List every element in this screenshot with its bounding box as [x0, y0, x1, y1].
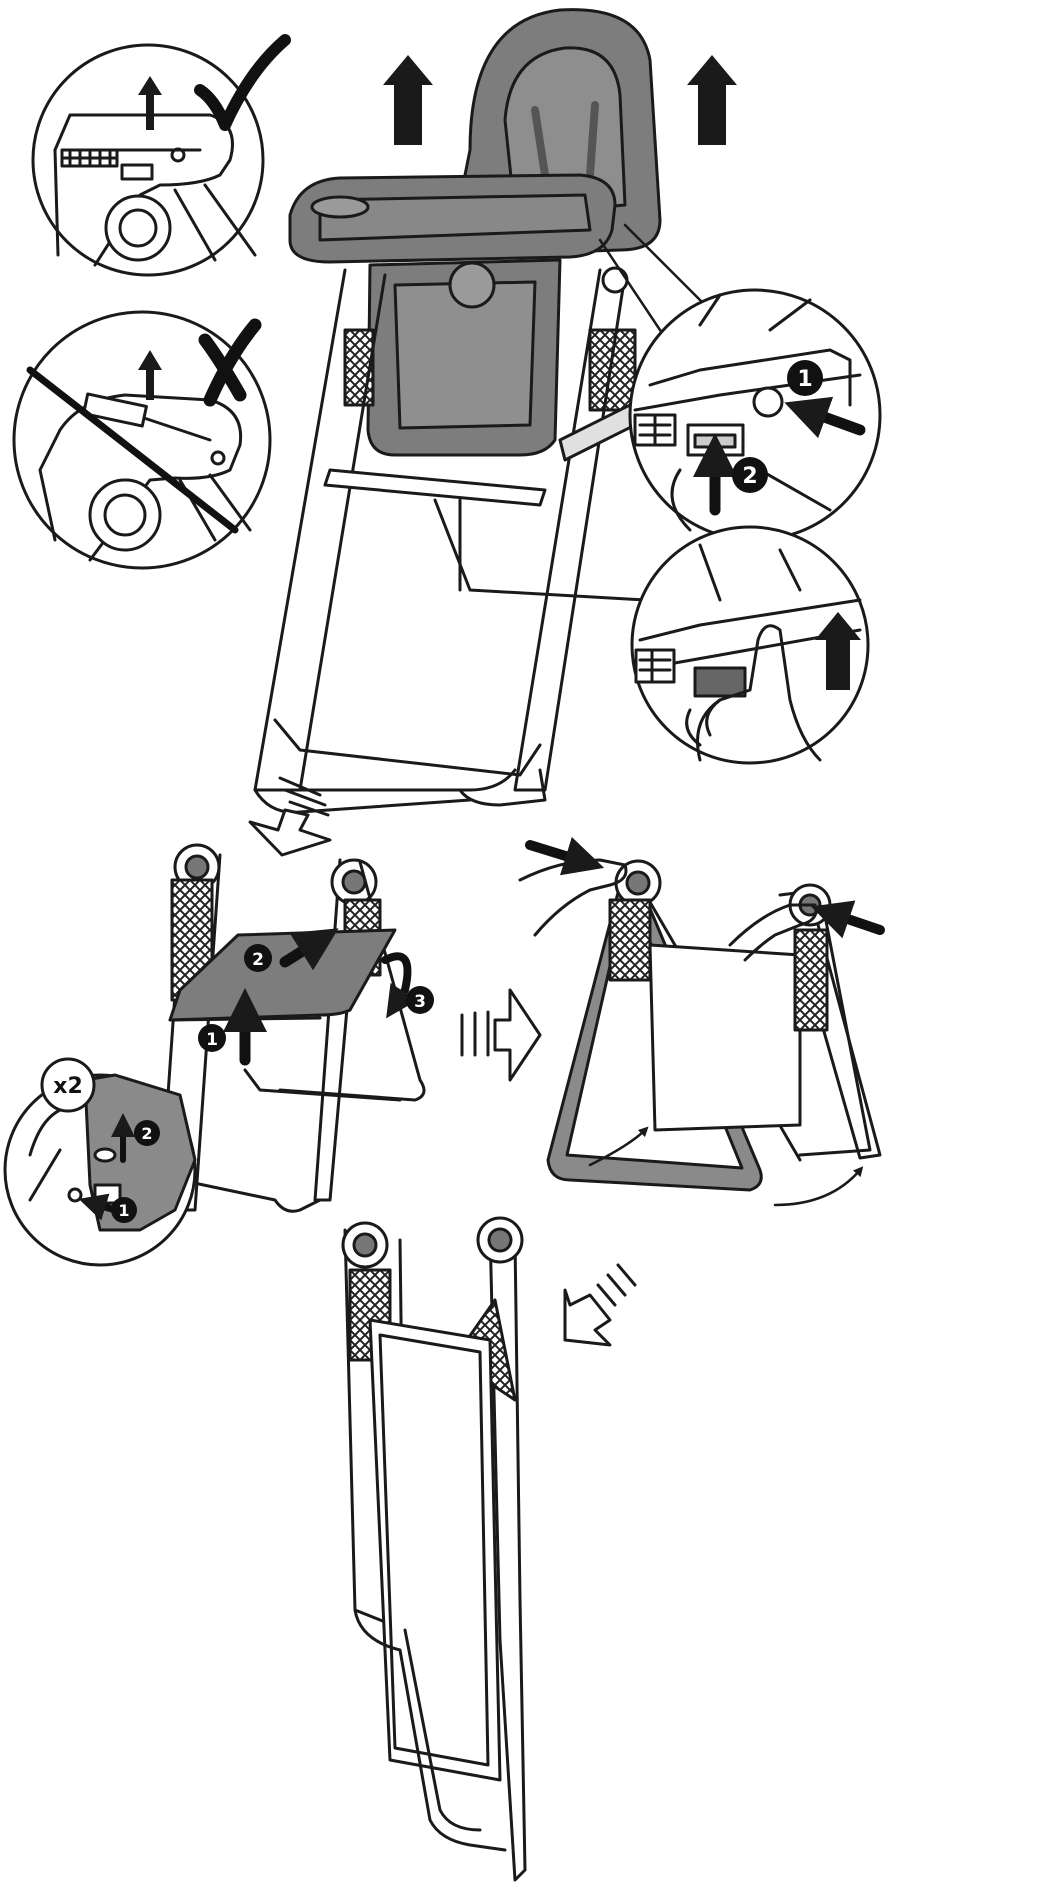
up-arrow-icon	[138, 76, 162, 130]
seat-inset-step-1-badge: 1	[118, 1201, 129, 1220]
lift-arrows	[383, 55, 737, 145]
tray-removal-step	[158, 843, 426, 1213]
release-button-step-badge: 1	[797, 367, 812, 392]
incorrect-position-inset	[12, 310, 272, 570]
tray-step-1-badge: 1	[206, 1030, 218, 1050]
down-arrow-icon	[563, 1288, 612, 1347]
release-lever-step-badge: 2	[742, 464, 757, 489]
up-arrow-icon	[687, 55, 737, 145]
front-legs	[253, 268, 387, 792]
transition-arrow-2	[460, 988, 542, 1082]
right-arrow-icon	[493, 988, 542, 1082]
cross-mark-icon	[198, 318, 262, 407]
up-arrow-icon	[815, 612, 861, 690]
release-button-inset	[598, 223, 882, 542]
step-badges: 1 2 1 2 3 1 2 x2	[53, 360, 823, 1223]
high-chair-upright	[253, 8, 662, 814]
thumb	[696, 624, 822, 762]
seat-latch-inset	[3, 1057, 197, 1267]
thumb-press-inset	[630, 525, 870, 765]
seat-inset-step-2-badge: 2	[141, 1124, 152, 1143]
tray-step-3-badge: 3	[414, 992, 426, 1012]
high-chair-folded	[341, 1216, 527, 1882]
transition-arrow-3	[563, 1263, 637, 1347]
tray-step-2-badge: 2	[252, 950, 264, 970]
frame-folding-step	[518, 836, 885, 1207]
rotate-arrow-icon	[381, 952, 418, 1019]
left-hand	[518, 858, 628, 937]
x2-badge	[40, 1057, 96, 1113]
down-arrow-icon	[248, 808, 332, 857]
x2-label: x2	[53, 1074, 83, 1099]
correct-position-inset	[31, 34, 291, 277]
up-arrow-icon	[138, 350, 162, 400]
up-arrow-icon	[383, 55, 433, 145]
transition-arrow-1	[248, 776, 332, 857]
check-mark-icon	[194, 34, 291, 131]
